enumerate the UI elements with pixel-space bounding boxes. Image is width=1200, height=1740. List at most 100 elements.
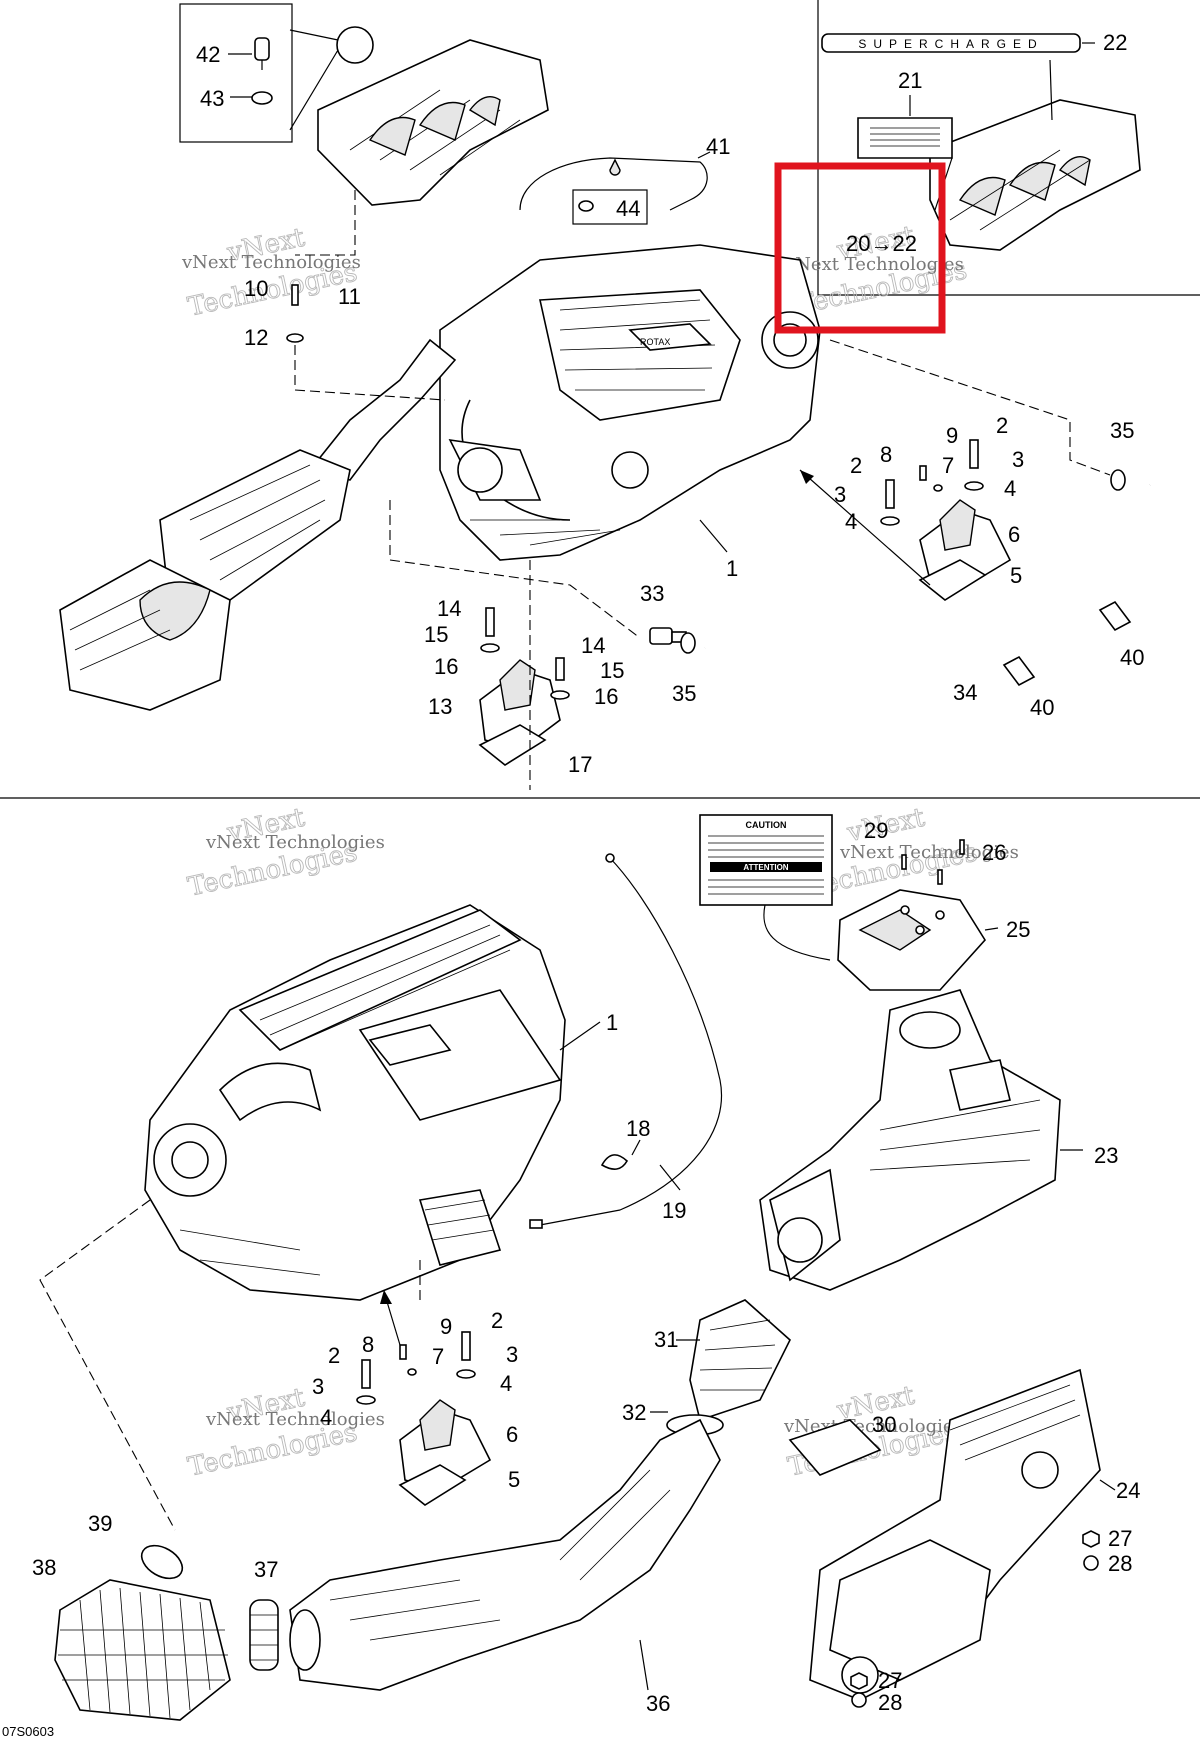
callout-7-bottom[interactable]: 7 (432, 1344, 444, 1369)
dashline-1 (295, 190, 356, 256)
callout-26[interactable]: 26 (982, 840, 1006, 865)
callout-29[interactable]: 29 (864, 818, 888, 843)
dashline-2 (294, 345, 446, 401)
callout-27-b[interactable]: 27 (878, 1668, 902, 1693)
callout-8-top[interactable]: 8 (880, 442, 892, 467)
callout-15-b[interactable]: 15 (600, 658, 624, 683)
callout-39[interactable]: 39 (88, 1511, 112, 1536)
callout-34[interactable]: 34 (953, 680, 977, 705)
callout-40-b[interactable]: 40 (1030, 695, 1054, 720)
callout-14-a[interactable]: 14 (437, 596, 461, 621)
callout-2-bottom-a[interactable]: 2 (491, 1308, 503, 1333)
callout-3-top-a[interactable]: 3 (1012, 447, 1024, 472)
inset-frame (817, 0, 1200, 296)
callout-41[interactable]: 41 (706, 134, 730, 159)
callout-44[interactable]: 44 (616, 196, 640, 221)
callout-40-a[interactable]: 40 (1120, 645, 1144, 670)
callout-25[interactable]: 25 (1006, 917, 1030, 942)
callout-3-top-b[interactable]: 3 (834, 482, 846, 507)
dashline-6 (39, 1199, 176, 1531)
clamp-35-right (1110, 469, 1126, 491)
callout-4-bottom-a[interactable]: 4 (500, 1371, 512, 1396)
grommet-43 (251, 91, 273, 105)
callout-11[interactable]: 11 (338, 284, 361, 309)
bolt-10 (291, 284, 299, 306)
callout-20-22[interactable]: 20→22 (846, 231, 917, 256)
callout-4-top-b[interactable]: 4 (845, 509, 857, 534)
callout-15-a[interactable]: 15 (424, 622, 448, 647)
callout-6-bottom[interactable]: 6 (506, 1422, 518, 1447)
callout-32[interactable]: 32 (622, 1400, 646, 1425)
callout-16-b[interactable]: 16 (594, 684, 618, 709)
callout-14-b[interactable]: 14 (581, 633, 605, 658)
callout-37[interactable]: 37 (254, 1557, 278, 1582)
watermark-company-2: vNext Technologies (784, 254, 964, 275)
callout-13[interactable]: 13 (428, 694, 452, 719)
callout-42[interactable]: 42 (196, 42, 220, 67)
callout-21[interactable]: 21 (898, 68, 922, 93)
screw-28-b (851, 1692, 867, 1708)
dashline-5 (829, 339, 1111, 476)
caution-title: CAUTION (746, 820, 787, 830)
callout-23[interactable]: 23 (1094, 1143, 1118, 1168)
callout-1-top[interactable]: 1 (726, 556, 738, 581)
callout-3-bottom-a[interactable]: 3 (506, 1342, 518, 1367)
engine-cover-right (929, 99, 1141, 251)
clip-18 (600, 1154, 629, 1170)
warning-decal-21 (857, 117, 953, 159)
callout-2-top-a[interactable]: 2 (996, 413, 1008, 438)
watermark-company-3: vNext Technologies (205, 832, 385, 853)
callout-7-top[interactable]: 7 (942, 453, 954, 478)
connector-circle (336, 26, 374, 64)
clip-inset-box (179, 3, 293, 143)
callout-33[interactable]: 33 (640, 581, 664, 606)
diagram-code: 07S0603 (2, 1724, 54, 1739)
callout-12[interactable]: 12 (244, 325, 268, 350)
callout-24[interactable]: 24 (1116, 1478, 1140, 1503)
engine-mount-center (478, 607, 570, 766)
callout-3-bottom-b[interactable]: 3 (312, 1374, 324, 1399)
callout-2-top-b[interactable]: 2 (850, 453, 862, 478)
callout-10[interactable]: 10 (244, 276, 268, 301)
callout-19[interactable]: 19 (662, 1198, 686, 1223)
arrow-line-top (799, 469, 931, 586)
callout-2-bottom-b[interactable]: 2 (328, 1343, 340, 1368)
svg-text:ROTAX: ROTAX (640, 337, 670, 347)
callout-38[interactable]: 38 (32, 1555, 56, 1580)
clip-42 (254, 37, 270, 70)
clamp-44 (572, 158, 648, 225)
callout-9-top[interactable]: 9 (946, 423, 958, 448)
callout-8-bottom[interactable]: 8 (362, 1332, 374, 1357)
washer-12 (286, 333, 304, 343)
callout-5-bottom[interactable]: 5 (508, 1467, 520, 1492)
callout-30[interactable]: 30 (872, 1412, 896, 1437)
callout-31[interactable]: 31 (654, 1327, 678, 1352)
callout-28-b[interactable]: 28 (878, 1690, 902, 1715)
callout-18[interactable]: 18 (626, 1116, 650, 1141)
callout-36[interactable]: 36 (646, 1691, 670, 1716)
screw-28-a (1083, 1555, 1099, 1571)
callout-6-top[interactable]: 6 (1008, 522, 1020, 547)
callout-16-a[interactable]: 16 (434, 654, 458, 679)
callout-9-bottom[interactable]: 9 (440, 1314, 452, 1339)
caution-decal-29: CAUTION ATTENTION (699, 814, 833, 906)
rubber-boot-31 (689, 1299, 791, 1422)
air-box-top (59, 559, 231, 711)
callout-43[interactable]: 43 (200, 86, 224, 111)
engine-assembly-top: ROTAX (439, 244, 821, 561)
callout-22[interactable]: 22 (1103, 30, 1127, 55)
callout-27-a[interactable]: 27 (1108, 1526, 1132, 1551)
callout-4-top-a[interactable]: 4 (1004, 476, 1016, 501)
callout-5-top[interactable]: 5 (1010, 563, 1022, 588)
callout-1-bottom[interactable]: 1 (606, 1010, 618, 1035)
callout-35-top[interactable]: 35 (1110, 418, 1134, 443)
callout-17[interactable]: 17 (568, 752, 592, 777)
callout-35-bottom[interactable]: 35 (672, 681, 696, 706)
engine-cover-left (317, 39, 549, 206)
callout-28-a[interactable]: 28 (1108, 1551, 1132, 1576)
watermark-company-5: vNext Technologies (205, 1409, 385, 1430)
screws-26 (901, 839, 965, 885)
cap-40-b (1002, 655, 1036, 687)
callout-4-bottom-b[interactable]: 4 (320, 1405, 332, 1430)
attention-title: ATTENTION (743, 863, 788, 872)
